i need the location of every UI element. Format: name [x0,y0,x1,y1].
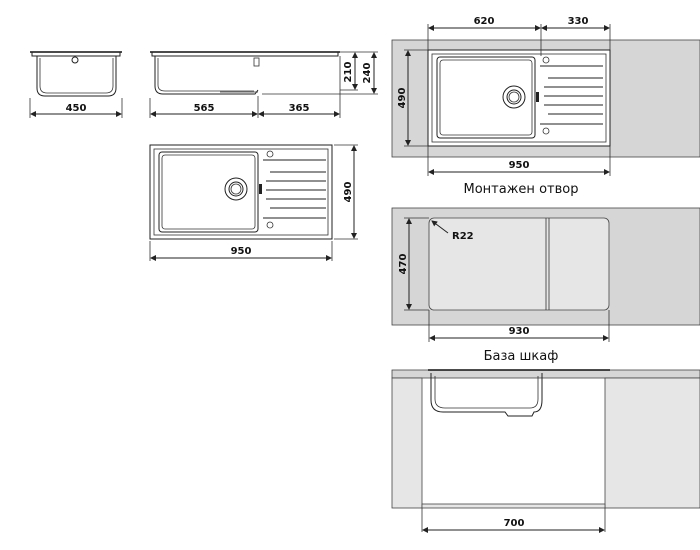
install-bowl-label: 620 [474,16,495,27]
installed-view: 620 330 490 950 [391,16,700,176]
cutout-radius-label: R22 [452,231,474,242]
top-height-label: 490 [343,182,354,203]
front-drain-label: 365 [289,103,310,114]
install-drain-label: 330 [568,16,589,27]
montage-hole-caption: Монтажен отвор [464,182,579,197]
side-view: 450 [29,51,123,118]
front-view: 565 365 210 240 [149,51,378,118]
install-height-label: 490 [397,88,408,109]
top-width-label: 950 [231,246,252,257]
depth-bowl-label: 210 [343,62,354,83]
front-bowl-label: 565 [194,103,215,114]
side-width-label: 450 [66,103,87,114]
cutout-view: R22 470 930 [391,207,700,342]
cutout-height-label: 470 [398,254,409,275]
depth-total-label: 240 [362,63,373,84]
cabinet-view: 700 [391,369,700,533]
cabinet-base-caption: База шкаф [484,349,559,364]
cabinet-width-label: 700 [504,518,525,529]
cutout-width-label: 930 [509,326,530,337]
install-width-label: 950 [509,160,530,171]
top-view: 950 490 [149,144,358,261]
